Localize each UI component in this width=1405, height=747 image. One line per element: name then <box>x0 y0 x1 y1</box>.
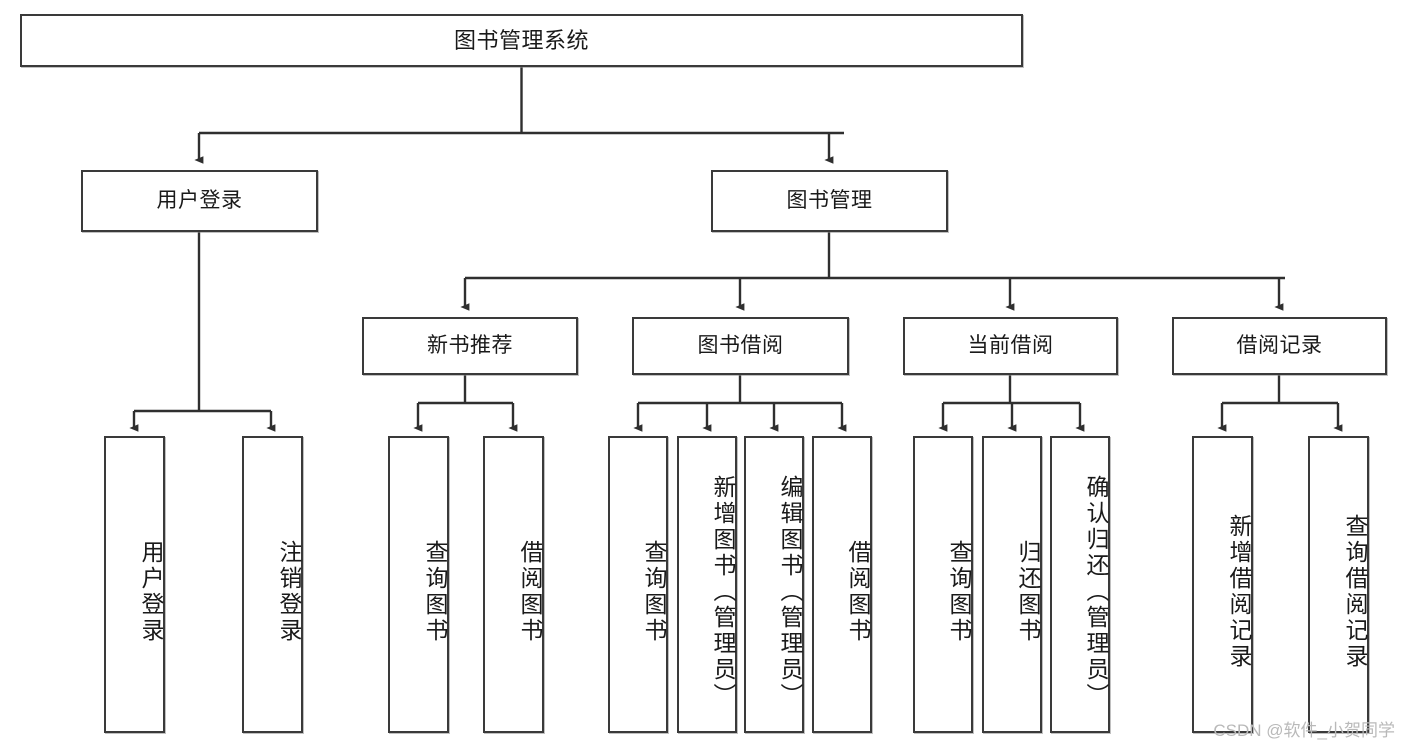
node-label: 图书管理 <box>786 188 873 212</box>
node-label: 确认归还（管理员） <box>1083 474 1109 709</box>
node-label: 编辑图书（管理员） <box>777 474 803 709</box>
leaf-query-record[interactable]: 查询借阅记录 <box>1308 436 1369 733</box>
node-label: 用户登录 <box>156 188 243 212</box>
node-current-borrow[interactable]: 当前借阅 <box>903 317 1118 375</box>
node-label: 注销登录 <box>276 539 302 644</box>
leaf-borrow-book-2[interactable]: 借阅图书 <box>812 436 872 733</box>
node-label: 用户登录 <box>138 539 164 644</box>
node-label: 查询借阅记录 <box>1342 513 1368 670</box>
node-label: 图书管理系统 <box>453 27 589 53</box>
node-borrow-record[interactable]: 借阅记录 <box>1172 317 1387 375</box>
node-book-borrow[interactable]: 图书借阅 <box>632 317 849 375</box>
watermark: CSDN @软件_小贺同学 <box>1213 721 1395 740</box>
node-label: 图书借阅 <box>697 333 784 357</box>
node-label: 新增借阅记录 <box>1226 513 1252 670</box>
node-label: 当前借阅 <box>967 333 1054 357</box>
node-label: 查询图书 <box>422 539 448 644</box>
leaf-query-book-3[interactable]: 查询图书 <box>913 436 973 733</box>
leaf-borrow-book-1[interactable]: 借阅图书 <box>483 436 544 733</box>
leaf-query-book-2[interactable]: 查询图书 <box>608 436 668 733</box>
node-label: 查询图书 <box>946 539 972 644</box>
leaf-logout[interactable]: 注销登录 <box>242 436 303 733</box>
node-label: 查询图书 <box>641 539 667 644</box>
leaf-user-login[interactable]: 用户登录 <box>104 436 165 733</box>
node-label: 借阅图书 <box>517 539 543 644</box>
leaf-add-book[interactable]: 新增图书（管理员） <box>677 436 737 733</box>
node-new-book-rec[interactable]: 新书推荐 <box>362 317 578 375</box>
node-label: 借阅图书 <box>845 539 871 644</box>
leaf-query-book-1[interactable]: 查询图书 <box>388 436 449 733</box>
node-label: 新书推荐 <box>427 333 513 357</box>
node-label: 借阅记录 <box>1236 333 1323 357</box>
node-root-system[interactable]: 图书管理系统 <box>20 14 1023 67</box>
node-book-manage[interactable]: 图书管理 <box>711 170 948 232</box>
node-label: 新增图书（管理员） <box>710 474 736 709</box>
leaf-add-record[interactable]: 新增借阅记录 <box>1192 436 1253 733</box>
leaf-edit-book[interactable]: 编辑图书（管理员） <box>744 436 804 733</box>
node-label: 归还图书 <box>1015 539 1041 644</box>
leaf-return-book[interactable]: 归还图书 <box>982 436 1042 733</box>
leaf-confirm-return[interactable]: 确认归还（管理员） <box>1050 436 1110 733</box>
node-user-login[interactable]: 用户登录 <box>81 170 318 232</box>
